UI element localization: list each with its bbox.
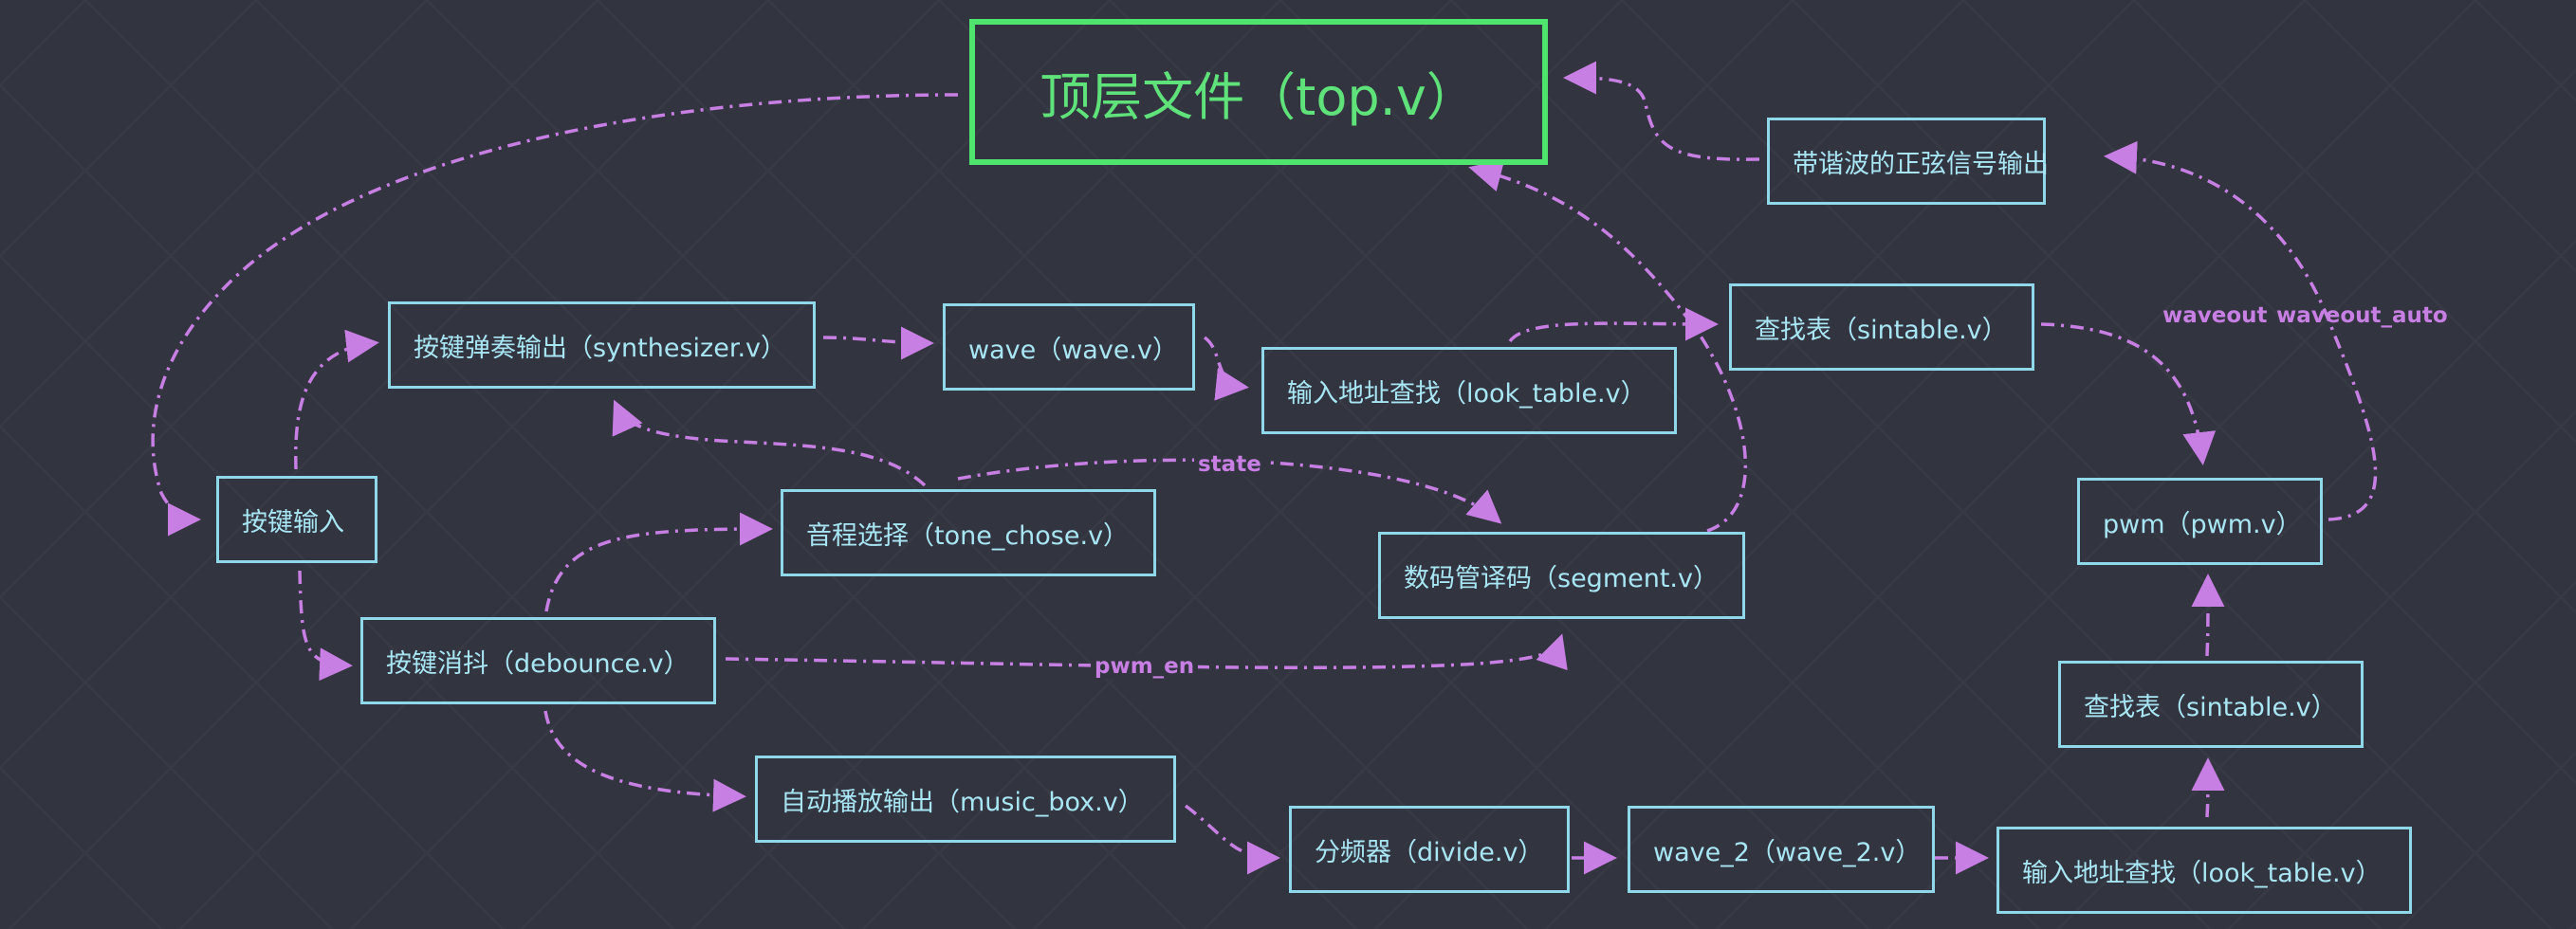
edge-top-to-key-input xyxy=(151,93,959,537)
edge-tone-to-synthesizer xyxy=(612,399,927,487)
edge-debounce-to-musicbox xyxy=(543,710,746,812)
edge-sintable2-to-pwm xyxy=(2191,574,2225,657)
edge-label-waveout-auto: waveout_auto xyxy=(2276,303,2448,328)
edge-segment-to-top xyxy=(1468,159,1748,533)
node-harmonic-out: 带谐波的正弦信号输出 xyxy=(1767,118,2049,205)
edge-tone-to-segment xyxy=(957,458,1502,524)
edges xyxy=(151,61,2378,875)
edge-key-to-debounce xyxy=(298,570,353,682)
node-music-box: 自动播放输出（music_box.v） xyxy=(755,756,1176,843)
node-pwm: pwm（pwm.v） xyxy=(2077,478,2323,565)
edge-harmonic-to-top xyxy=(1563,61,1760,161)
edge-sintable1-to-pwm xyxy=(2040,322,2217,465)
node-debounce: 按键消抖（debounce.v） xyxy=(360,617,716,704)
node-segment: 数码管译码（segment.v） xyxy=(1378,532,1745,619)
node-tone-chose: 音程选择（tone_chose.v） xyxy=(781,489,1156,576)
edge-label-waveout: waveout xyxy=(2162,303,2268,328)
edge-label-pwm-en: pwm_en xyxy=(1091,654,1199,679)
node-sintable-1: 查找表（sintable.v） xyxy=(1729,283,2034,371)
node-synthesizer: 按键弹奏输出（synthesizer.v） xyxy=(388,301,816,389)
node-divide: 分频器（divide.v） xyxy=(1289,806,1570,893)
edge-debounce-to-segment xyxy=(725,633,1568,671)
node-top: 顶层文件（top.v） xyxy=(969,19,1548,165)
edge-label-state: state xyxy=(1194,452,1265,477)
edge-debounce-to-tone xyxy=(544,512,773,612)
edge-key-to-synthesizer xyxy=(294,329,379,470)
node-key-input: 按键输入 xyxy=(216,476,377,563)
node-look-table-1: 输入地址查找（look_table.v） xyxy=(1261,347,1677,434)
edge-wave-to-looktable1 xyxy=(1203,336,1249,401)
node-sintable-2: 查找表（sintable.v） xyxy=(2058,661,2364,748)
node-wave-2: wave_2（wave_2.v） xyxy=(1628,806,1935,893)
edge-looktable2-to-sintable2 xyxy=(2191,757,2225,818)
node-wave: wave（wave.v） xyxy=(943,303,1195,391)
edge-synth-to-wave xyxy=(822,326,934,360)
node-look-table-2: 输入地址查找（look_table.v） xyxy=(1996,827,2412,914)
edge-looktable1-to-sintable1 xyxy=(1508,307,1719,343)
edge-musicbox-to-divide xyxy=(1184,804,1280,875)
